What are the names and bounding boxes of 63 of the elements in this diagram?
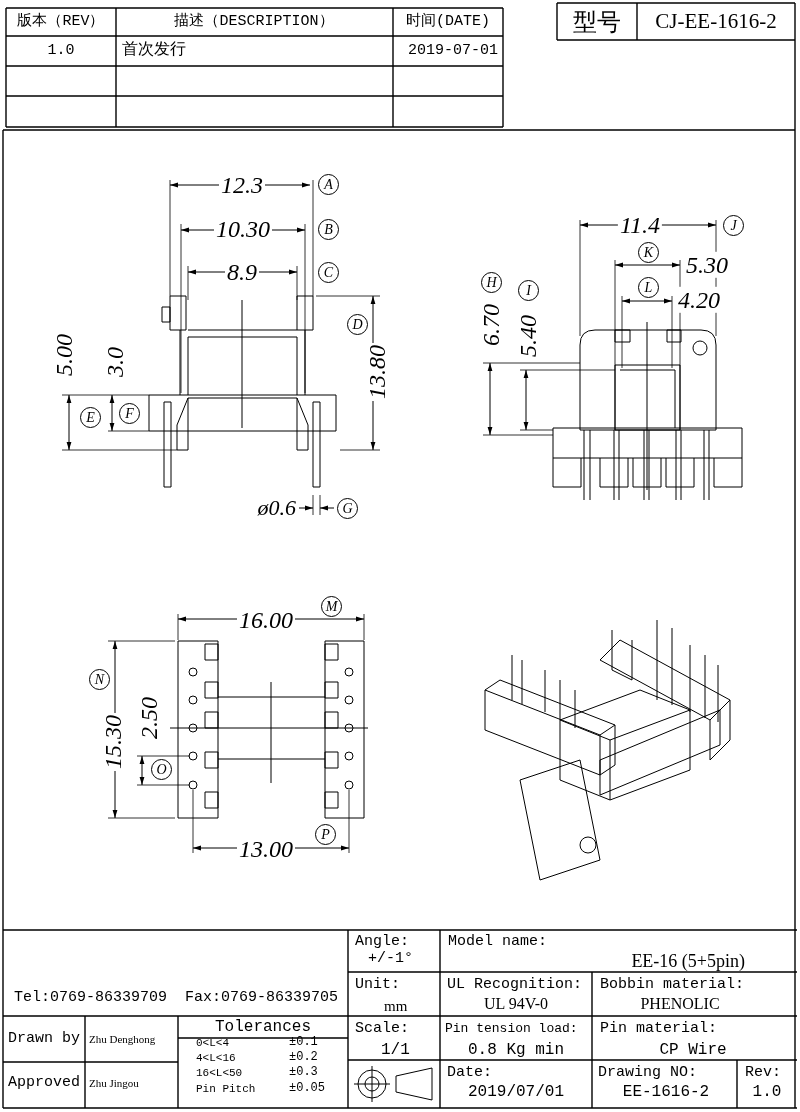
field-value: +/-1°: [368, 950, 413, 968]
callout-letter: N: [89, 669, 110, 690]
field-label: Angle:: [355, 933, 409, 951]
field-label: Date:: [447, 1064, 492, 1082]
dimension-value: 4.20: [676, 286, 722, 314]
field-label: Drawing NO:: [598, 1064, 698, 1082]
name-text: Zhu Denghong: [89, 1032, 156, 1046]
column-header: 时间(DATE): [406, 13, 490, 31]
column-header: 描述（DESCRIPTION）: [174, 13, 334, 31]
model-label: 型号: [573, 8, 621, 36]
table-cell-text: 首次发行: [122, 42, 186, 60]
callout-letter: A: [318, 174, 339, 195]
callout-letter: B: [318, 219, 339, 240]
column-header: 版本（REV）: [17, 13, 105, 31]
callout-letter: J: [723, 215, 744, 236]
field-value: 1.0: [752, 1084, 782, 1102]
tolerance-range: 16<L<50: [196, 1066, 243, 1080]
model-number: CJ-EE-1616-2: [655, 10, 777, 34]
callout-letter: F: [119, 403, 140, 424]
field-label: Unit:: [355, 976, 400, 994]
field-value: mm: [384, 997, 408, 1015]
phone-number: Tel:0769-86339709: [14, 989, 168, 1007]
tolerance-range: 0<L<4: [196, 1036, 229, 1050]
table-header: Tolerances: [215, 1019, 311, 1037]
field-value: 0.8 Kg min: [468, 1042, 564, 1060]
tolerance-range: 4<L<16: [196, 1051, 236, 1065]
field-label: Rev:: [745, 1064, 781, 1082]
field-label: Drawn by: [8, 1030, 80, 1048]
field-label: Model name:: [448, 933, 548, 951]
tolerance-value: ±0.05: [289, 1082, 325, 1096]
callout-letter: L: [638, 277, 659, 298]
field-value: 1/1: [381, 1042, 410, 1060]
field-label: Scale:: [355, 1020, 409, 1038]
table-cell-text: 2019-07-01: [408, 42, 498, 60]
callout-letter: C: [318, 262, 339, 283]
field-label: UL Recognition:: [447, 976, 583, 994]
field-value: UL 94V-0: [483, 995, 549, 1013]
field-value: EE-1616-2: [622, 1084, 710, 1102]
callout-letter: G: [337, 498, 358, 519]
callout-letter: I: [518, 280, 539, 301]
field-value: CP Wire: [659, 1042, 727, 1060]
tolerance-value: ±0.2: [289, 1051, 318, 1065]
callout-letter: H: [481, 272, 502, 293]
callout-letter: D: [347, 314, 368, 335]
callout-letter: M: [321, 596, 342, 617]
field-value: 2019/07/01: [468, 1084, 564, 1102]
field-label: Pin tension load:: [445, 1021, 578, 1037]
callout-letter: O: [151, 759, 172, 780]
tolerance-range: Pin Pitch: [196, 1082, 256, 1096]
field-value: EE-16 (5+5pin): [631, 952, 745, 972]
tolerance-value: ±0.3: [289, 1066, 318, 1080]
field-value: PHENOLIC: [640, 995, 720, 1013]
dimension-value: 5.30: [684, 251, 730, 279]
tolerance-value: ±0.1: [289, 1036, 318, 1050]
callout-letter: E: [80, 407, 101, 428]
field-label: Bobbin material:: [600, 976, 745, 994]
table-cell-text: 1.0: [47, 42, 75, 60]
callout-letter: P: [315, 824, 336, 845]
name-text: Zhu Jingou: [89, 1076, 139, 1090]
fax-number: Fax:0769-86339705: [185, 989, 339, 1007]
field-label: Approved: [8, 1074, 80, 1092]
field-label: Pin material:: [600, 1020, 718, 1038]
callout-letter: K: [638, 242, 659, 263]
